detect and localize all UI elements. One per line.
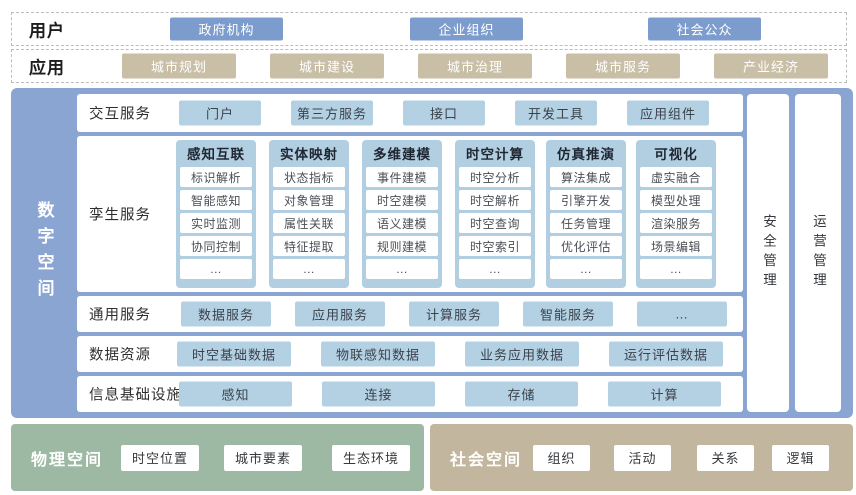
data-block-iot: 物联感知数据 — [321, 341, 435, 367]
twin-column-title: 实体映射 — [280, 147, 338, 162]
interaction-block-thirdparty: 第三方服务 — [291, 100, 373, 126]
general-block-ai-service: 智能服务 — [523, 301, 613, 327]
twin-item: 规则建模 — [366, 236, 438, 256]
app-block-economy: 产业经济 — [714, 53, 828, 79]
physical-block-city-elements: 城市要素 — [224, 444, 302, 471]
app-block-services: 城市服务 — [566, 53, 680, 79]
twin-item-more: … — [640, 259, 712, 279]
twin-item: 时空分析 — [459, 167, 531, 187]
social-block-relation: 关系 — [697, 444, 754, 471]
twin-item: 时空索引 — [459, 236, 531, 256]
twin-item: 协同控制 — [180, 236, 252, 256]
twin-item: 优化评估 — [550, 236, 622, 256]
interaction-block-portal: 门户 — [179, 100, 261, 126]
twin-column-perception: 感知互联 标识解析 智能感知 实时监测 协同控制 … — [176, 140, 256, 288]
twin-item: 虚实融合 — [640, 167, 712, 187]
general-block-app-service: 应用服务 — [295, 301, 385, 327]
physical-block-location: 时空位置 — [121, 444, 199, 471]
twin-item-more: … — [550, 259, 622, 279]
twin-item-more: … — [180, 259, 252, 279]
twin-item: 渲染服务 — [640, 213, 712, 233]
twin-item: 时空建模 — [366, 190, 438, 210]
infrastructure-row: 信息基础设施 感知 连接 存储 计算 — [77, 376, 743, 412]
users-row: 用户 政府机构 企业组织 社会公众 — [11, 12, 847, 46]
infra-block-sensing: 感知 — [179, 381, 292, 407]
app-block-governance: 城市治理 — [418, 53, 532, 79]
infra-block-computing: 计算 — [608, 381, 721, 407]
interaction-block-components: 应用组件 — [627, 100, 709, 126]
twin-services-label: 孪生服务 — [89, 207, 151, 224]
twin-column-title: 仿真推演 — [557, 147, 615, 162]
applications-row-label: 应用 — [29, 58, 65, 78]
interaction-services-label: 交互服务 — [89, 106, 151, 123]
interaction-services-row: 交互服务 门户 第三方服务 接口 开发工具 应用组件 — [77, 94, 743, 132]
twin-item: 事件建模 — [366, 167, 438, 187]
twin-item: 实时监测 — [180, 213, 252, 233]
twin-item: 引擎开发 — [550, 190, 622, 210]
physical-block-ecology: 生态环境 — [332, 444, 410, 471]
twin-item: 标识解析 — [180, 167, 252, 187]
twin-item: 算法集成 — [550, 167, 622, 187]
data-block-spatiotemporal: 时空基础数据 — [177, 341, 291, 367]
data-resources-row: 数据资源 时空基础数据 物联感知数据 业务应用数据 运行评估数据 — [77, 336, 743, 372]
operation-management-bar: 运营管理 — [795, 94, 841, 412]
twin-services-row: 孪生服务 感知互联 标识解析 智能感知 实时监测 协同控制 … 实体映射 状态指… — [77, 136, 743, 292]
social-space-label: 社会空间 — [450, 451, 523, 469]
digital-space-label: 数字空间 — [34, 201, 54, 305]
twin-item: 场景编辑 — [640, 236, 712, 256]
twin-column-simulation: 仿真推演 算法集成 引擎开发 任务管理 优化评估 … — [546, 140, 626, 288]
app-block-construction: 城市建设 — [270, 53, 384, 79]
general-services-row: 通用服务 数据服务 应用服务 计算服务 智能服务 … — [77, 296, 743, 332]
users-row-label: 用户 — [29, 21, 65, 41]
social-block-organization: 组织 — [533, 444, 590, 471]
user-block-public: 社会公众 — [648, 17, 761, 41]
twin-item: 对象管理 — [273, 190, 345, 210]
twin-item-more: … — [459, 259, 531, 279]
general-block-data-service: 数据服务 — [181, 301, 271, 327]
social-block-logic: 逻辑 — [772, 444, 829, 471]
general-services-label: 通用服务 — [89, 307, 151, 324]
twin-column-entity-mapping: 实体映射 状态指标 对象管理 属性关联 特征提取 … — [269, 140, 349, 288]
physical-space-container: 物理空间 时空位置 城市要素 生态环境 — [11, 424, 424, 491]
twin-column-title: 感知互联 — [187, 147, 245, 162]
twin-column-modeling: 多维建模 事件建模 时空建模 语义建模 规则建模 … — [362, 140, 442, 288]
data-block-business: 业务应用数据 — [465, 341, 579, 367]
applications-row: 应用 城市规划 城市建设 城市治理 城市服务 产业经济 — [11, 49, 847, 83]
infra-block-storage: 存储 — [465, 381, 578, 407]
twin-item: 时空查询 — [459, 213, 531, 233]
general-block-more: … — [637, 301, 727, 327]
physical-space-label: 物理空间 — [31, 451, 104, 469]
twin-item: 属性关联 — [273, 213, 345, 233]
twin-column-visualization: 可视化 虚实融合 模型处理 渲染服务 场景编辑 … — [636, 140, 716, 288]
data-resources-label: 数据资源 — [89, 347, 151, 364]
social-space-container: 社会空间 组织 活动 关系 逻辑 — [430, 424, 853, 491]
user-block-enterprise: 企业组织 — [410, 17, 523, 41]
twin-item: 时空解析 — [459, 190, 531, 210]
social-block-activity: 活动 — [614, 444, 671, 471]
twin-column-title: 可视化 — [654, 147, 698, 162]
twin-item-more: … — [366, 259, 438, 279]
twin-column-spatiotemporal-computing: 时空计算 时空分析 时空解析 时空查询 时空索引 … — [455, 140, 535, 288]
twin-item: 特征提取 — [273, 236, 345, 256]
twin-column-title: 多维建模 — [373, 147, 431, 162]
interaction-block-api: 接口 — [403, 100, 485, 126]
general-block-computing-service: 计算服务 — [409, 301, 499, 327]
twin-item-more: … — [273, 259, 345, 279]
infrastructure-label: 信息基础设施 — [89, 387, 182, 404]
security-management-bar: 安全管理 — [747, 94, 789, 412]
digital-space-container: 数字空间 交互服务 门户 第三方服务 接口 开发工具 应用组件 孪生服务 感知互… — [11, 88, 853, 418]
twin-item: 模型处理 — [640, 190, 712, 210]
twin-item: 状态指标 — [273, 167, 345, 187]
interaction-block-devtools: 开发工具 — [515, 100, 597, 126]
infra-block-connection: 连接 — [322, 381, 435, 407]
twin-item: 智能感知 — [180, 190, 252, 210]
twin-item: 任务管理 — [550, 213, 622, 233]
twin-column-title: 时空计算 — [466, 147, 524, 162]
twin-item: 语义建模 — [366, 213, 438, 233]
user-block-government: 政府机构 — [170, 17, 283, 41]
app-block-planning: 城市规划 — [122, 53, 236, 79]
data-block-evaluation: 运行评估数据 — [609, 341, 723, 367]
